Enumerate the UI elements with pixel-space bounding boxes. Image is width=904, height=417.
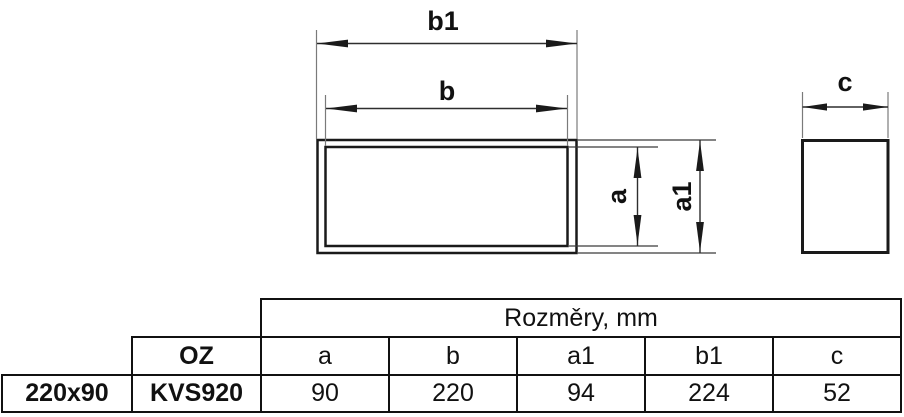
dimension-label-c: c bbox=[837, 67, 852, 97]
table-header-b1: b1 bbox=[644, 336, 774, 376]
arrow-right-icon bbox=[536, 104, 567, 113]
front-view-inner-rect bbox=[324, 145, 569, 248]
arrow-down-icon bbox=[696, 222, 704, 252]
table-row-headers: OZ a b a1 b1 c bbox=[2, 336, 902, 376]
dimension-c: c bbox=[801, 67, 889, 138]
table-cell-code: KVS920 bbox=[131, 374, 262, 413]
dimension-label-a1: a1 bbox=[667, 181, 697, 211]
table-cell-size: 220x90 bbox=[1, 374, 133, 413]
dimension-label-a: a bbox=[602, 188, 632, 204]
dimension-label-b: b bbox=[439, 76, 456, 106]
arrow-up-icon bbox=[696, 141, 704, 171]
table-header-a: a bbox=[260, 336, 390, 376]
table-cell-b1-value: 224 bbox=[644, 374, 774, 413]
front-view bbox=[316, 138, 578, 255]
table-cell-b-value: 220 bbox=[388, 374, 518, 413]
table-header-oz: OZ bbox=[131, 336, 262, 376]
arrow-right-icon bbox=[863, 103, 888, 111]
dimension-b1: b1 bbox=[315, 6, 578, 139]
table-cell-c-value: 52 bbox=[772, 374, 902, 413]
dimension-label-b1: b1 bbox=[427, 6, 459, 36]
table-title-cell: Rozměry, mm bbox=[260, 298, 902, 338]
table-cell-a1-value: 94 bbox=[516, 374, 646, 413]
side-view-rect bbox=[801, 139, 890, 254]
table-empty-region bbox=[2, 299, 261, 337]
table-empty-region bbox=[2, 337, 132, 375]
arrow-left-icon bbox=[802, 103, 827, 111]
table-header-b: b bbox=[388, 336, 518, 376]
dimension-b: b bbox=[324, 76, 569, 146]
arrow-left-icon bbox=[317, 39, 348, 48]
arrow-up-icon bbox=[633, 148, 642, 178]
arrow-down-icon bbox=[633, 215, 642, 245]
side-view bbox=[801, 139, 890, 254]
front-view-outer-rect bbox=[316, 138, 578, 255]
table-header-a1: a1 bbox=[516, 336, 646, 376]
table-cell-a-value: 90 bbox=[260, 374, 390, 413]
table-row-values: 220x90 KVS920 90 220 94 224 52 bbox=[1, 374, 902, 413]
dimension-a1: a1 bbox=[578, 139, 716, 254]
arrow-left-icon bbox=[326, 104, 357, 113]
table-header-c: c bbox=[772, 336, 902, 376]
dimensions-table: Rozměry, mm OZ a b a1 b1 c 220x90 KVS920… bbox=[1, 298, 902, 413]
arrow-right-icon bbox=[546, 39, 577, 48]
table-row-title: Rozměry, mm bbox=[2, 298, 902, 338]
dimension-a: a bbox=[569, 146, 658, 247]
